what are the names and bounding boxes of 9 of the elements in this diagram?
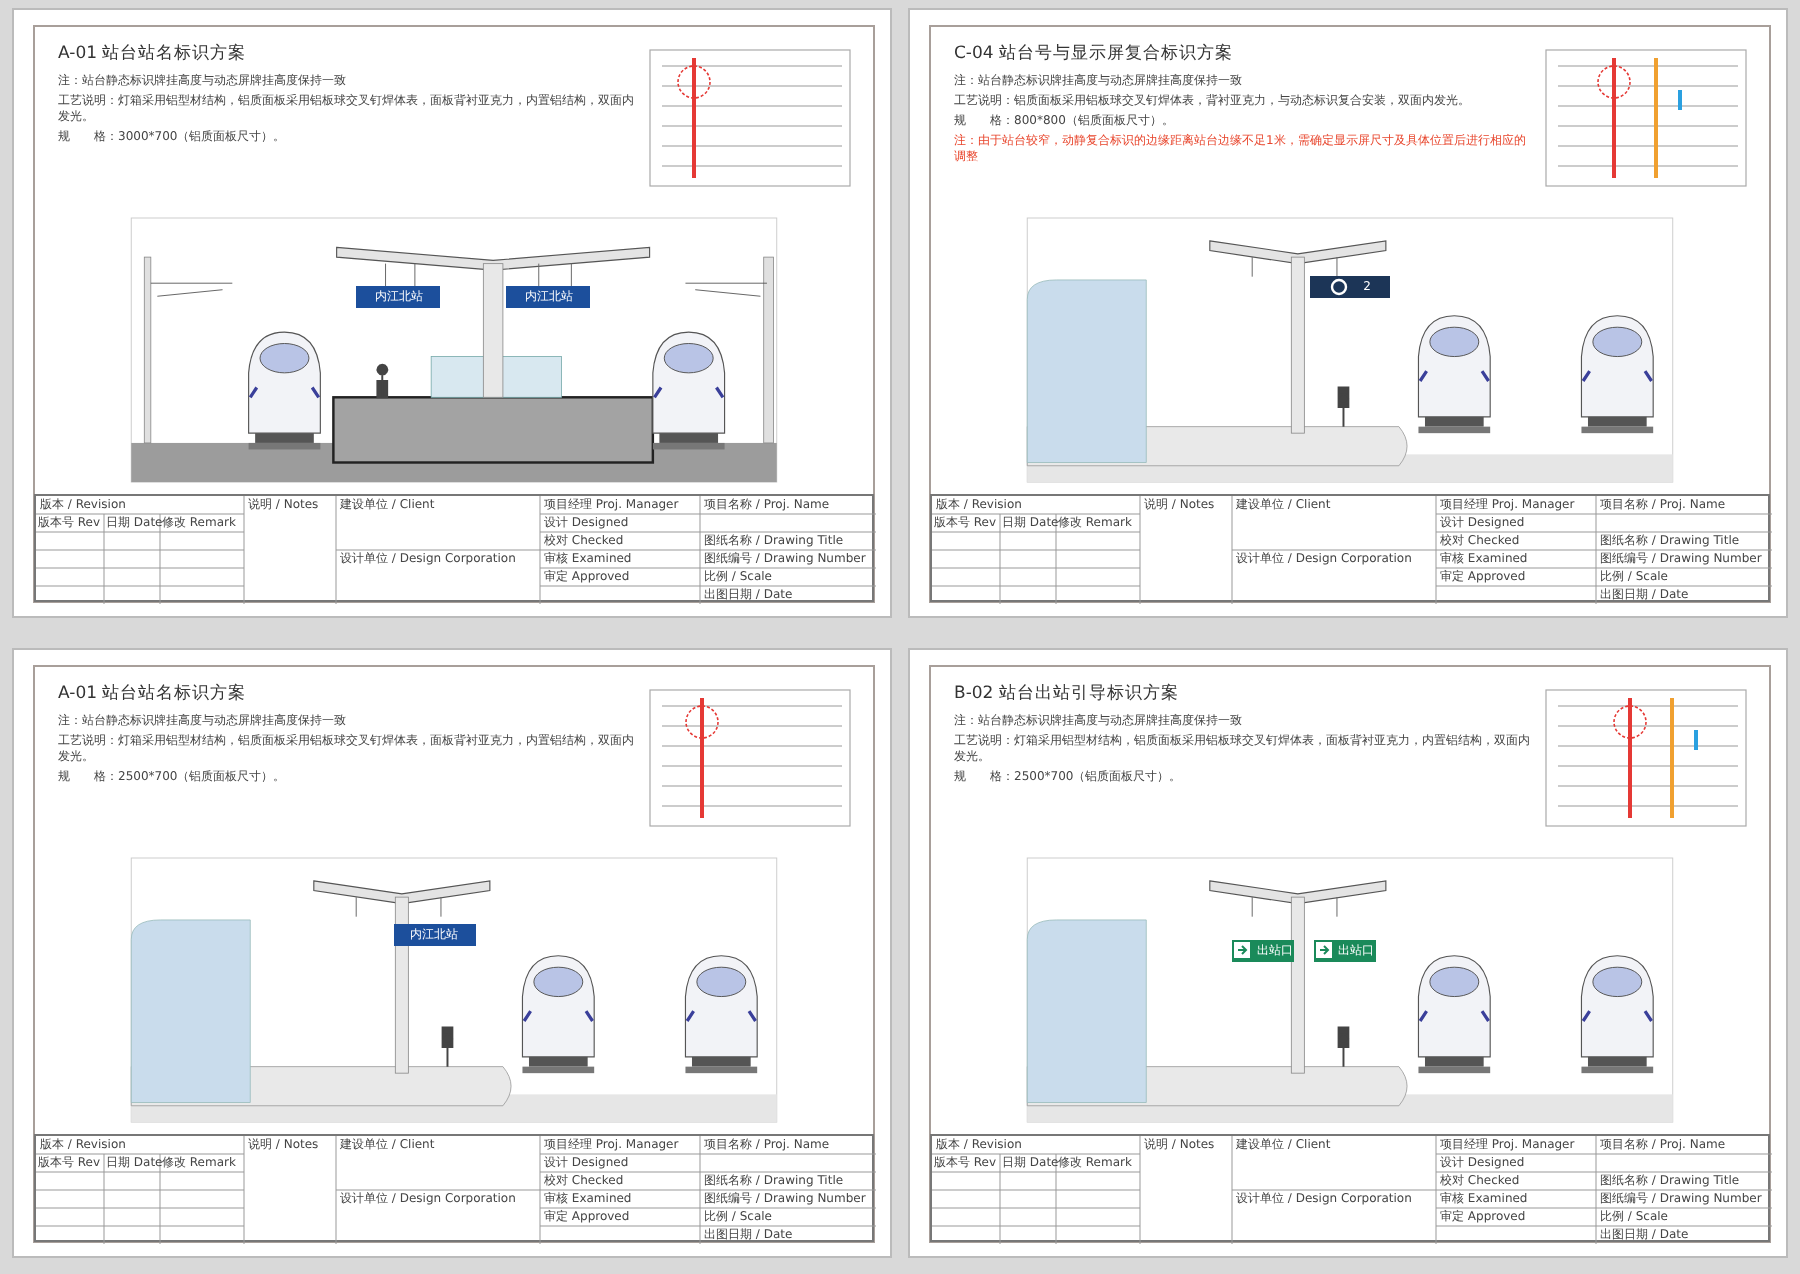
sign-panel [1314,939,1377,962]
sheet-title: A-01 站台站名标识方案 [58,42,249,66]
sign-panel [1310,276,1390,299]
sign-panel [506,286,591,309]
sheet-title: B-02 站台出站引导标识方案 [954,682,1181,706]
sign-panel [356,286,441,309]
sign-panel [1232,939,1295,962]
sheet-title: A-01 站台站名标识方案 [58,682,249,706]
sheet-title: C-04 站台号与显示屏复合标识方案 [954,42,1236,66]
